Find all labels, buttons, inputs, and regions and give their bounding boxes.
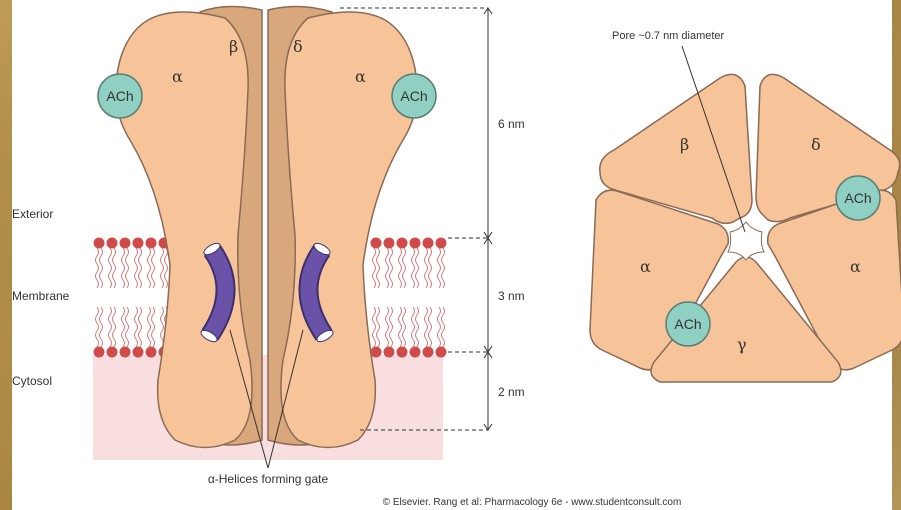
cytosol-label: Cytosol	[12, 374, 52, 388]
alpha-right-label: α	[355, 67, 366, 86]
top-ach-right-marker: ACh	[836, 176, 880, 220]
pore-opening	[728, 222, 764, 260]
dimension-3nm: 3 nm	[498, 289, 525, 303]
dimension-6nm: 6 nm	[498, 117, 525, 131]
alpha-left-label: α	[172, 67, 183, 86]
membrane-bilayer-left	[94, 238, 170, 358]
delta-label: δ	[293, 37, 303, 56]
membrane-label: Membrane	[12, 289, 70, 303]
pore-label: Pore ~0.7 nm diameter	[612, 30, 725, 42]
top-delta-label: δ	[811, 135, 821, 154]
beta-label: β	[229, 37, 238, 56]
gate-label: α-Helices forming gate	[208, 472, 329, 486]
membrane-bilayer-right	[371, 238, 447, 358]
top-beta-label: β	[680, 135, 689, 154]
dimension-2nm: 2 nm	[498, 385, 525, 399]
top-ach-left-label: ACh	[674, 316, 701, 332]
ach-right-label: ACh	[400, 88, 427, 104]
top-gamma-label: γ	[737, 335, 747, 354]
ach-right-marker: ACh	[392, 74, 436, 118]
top-ach-right-label: ACh	[844, 190, 871, 206]
top-alpha-left-label: α	[640, 257, 651, 276]
top-ach-left-marker: ACh	[666, 302, 710, 346]
credit-line: © Elsevier. Rang et al: Pharmacology 6e …	[383, 497, 682, 508]
top-alpha-right-label: α	[850, 257, 861, 276]
exterior-label: Exterior	[12, 207, 53, 221]
ach-left-marker: ACh	[98, 74, 142, 118]
ach-left-label: ACh	[106, 88, 133, 104]
